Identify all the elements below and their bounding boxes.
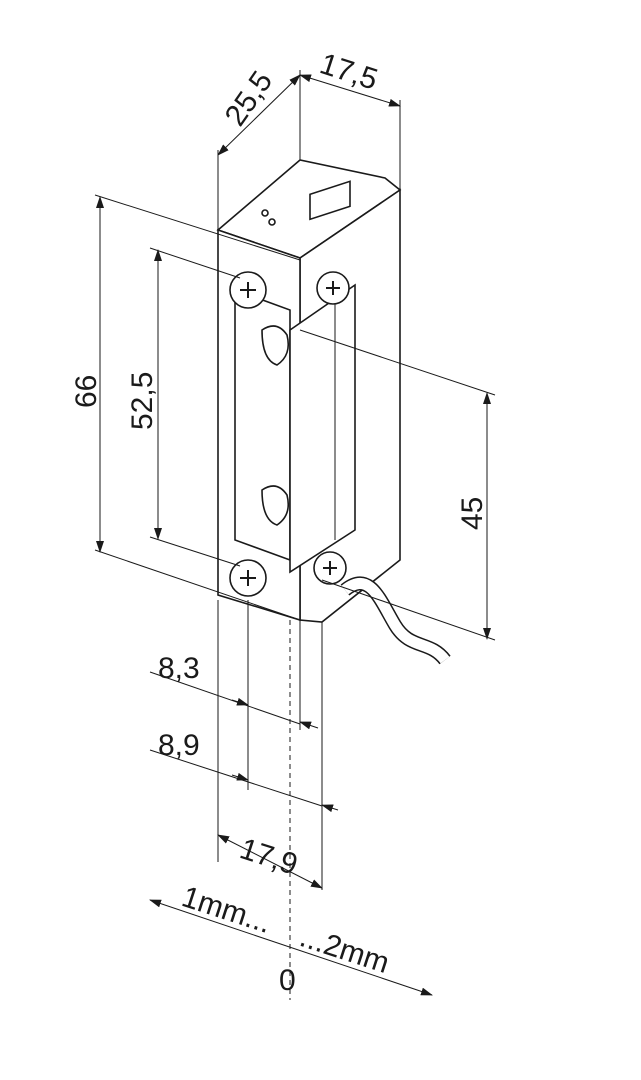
dim-latch-height: 45 xyxy=(456,497,489,530)
screw-icon xyxy=(229,559,267,597)
dim-height-total: 66 xyxy=(70,375,103,408)
dim-width: 17,5 xyxy=(316,47,382,96)
dim-offset-a: 8,3 xyxy=(158,652,200,685)
dim-screw-spacing: 52,5 xyxy=(126,372,159,430)
dimension-lines xyxy=(96,74,491,996)
strike-body xyxy=(216,159,451,665)
adjust-zero: 0 xyxy=(279,964,296,997)
dim-faceplate-width: 17,9 xyxy=(236,832,302,881)
adjust-plus: ...2mm xyxy=(296,920,393,980)
adjust-minus: 1mm... xyxy=(178,880,275,940)
screw-icon xyxy=(229,271,267,309)
screw-icon xyxy=(313,551,347,585)
dim-offset-b: 8,9 xyxy=(158,729,200,762)
screw-icon xyxy=(316,271,350,305)
latch xyxy=(289,283,356,574)
dim-depth: 25,5 xyxy=(219,65,280,132)
